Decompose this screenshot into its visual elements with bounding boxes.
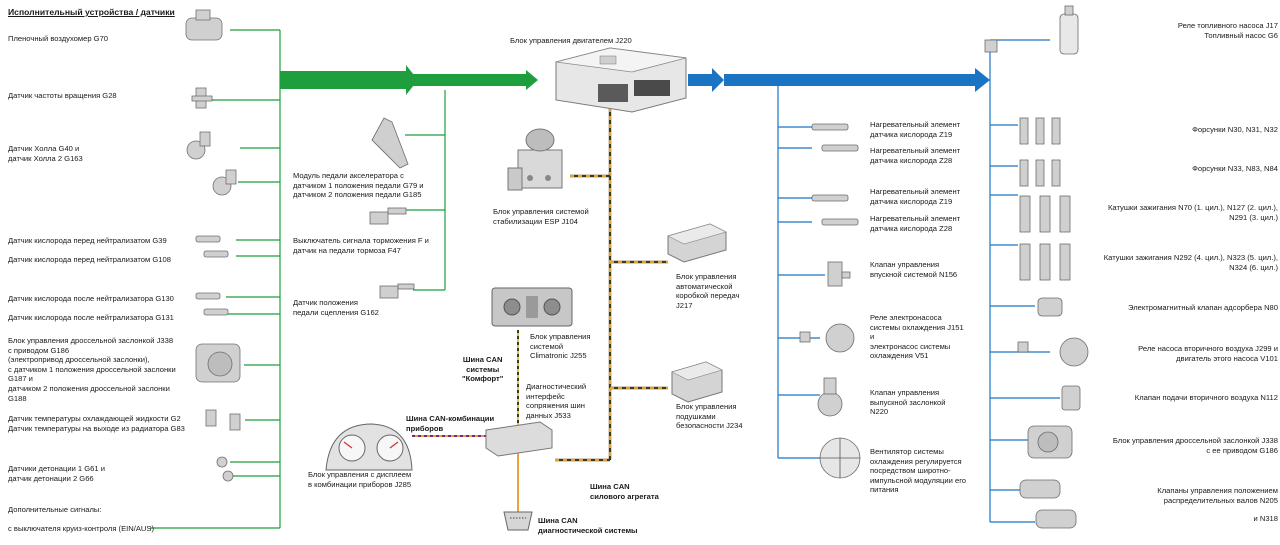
- sensor-label-coolant: Датчик температуры охлаждающей жидкости …: [8, 414, 185, 433]
- actuator-label-n318: и N318: [1253, 514, 1278, 523]
- coolant-sensor-g83-illustration: [229, 413, 241, 431]
- injectors-n30-illustration: [1019, 117, 1061, 145]
- actuator-label-z19-b: Нагревательный элемент датчика кислорода…: [870, 187, 961, 206]
- header-title: Исполнительный устройства / датчики: [8, 7, 175, 17]
- esp-unit-illustration: [507, 128, 563, 191]
- bus-label-diagnostic: Шина CAN диагностической системы: [538, 516, 638, 535]
- actuator-label-n156: Клапан управления впускной системой N156: [870, 260, 958, 279]
- heater-z19-illustration: [811, 123, 849, 131]
- sensor-label-throttle: Блок управления дроссельной заслонкой J3…: [8, 336, 176, 403]
- can-unit-label-gearbox: Блок управления автоматической коробкой …: [676, 272, 740, 310]
- heater-z19-b-illustration: [811, 194, 849, 202]
- coolant-pump-v51-illustration: [799, 323, 855, 353]
- secondary-air-pump-v101-illustration: [1017, 337, 1089, 367]
- actuator-label-n220: Клапан управления выпускной заслонкой N2…: [870, 388, 946, 417]
- airbag-unit-illustration: [671, 361, 723, 403]
- instrument-cluster-illustration: [325, 423, 413, 471]
- actuator-label-n80: Электромагнитный клапан адсорбера N80: [1128, 303, 1278, 312]
- gateway-unit-illustration: [485, 421, 553, 457]
- actuator-label-fuel-pump: Реле топливного насоса J17 Топливный нас…: [1177, 21, 1278, 40]
- clutch-sensor-illustration: [379, 283, 415, 299]
- actuator-label-z28-b: Нагревательный элемент датчика кислорода…: [870, 214, 961, 233]
- sensor-label-speed: Датчик частоты вращения G28: [8, 91, 117, 100]
- sensor-label-g131: Датчик кислорода после нейтрализатора G1…: [8, 313, 174, 322]
- sensor-label-knock: Датчики детонации 1 G61 и датчик детонац…: [8, 464, 105, 483]
- can-unit-label-esp: Блок управления системой стабилизации ES…: [493, 207, 589, 226]
- can-unit-label-gateway: Диагностический интерфейс сопряжения шин…: [526, 382, 587, 420]
- actuator-label-z28: Нагревательный элемент датчика кислорода…: [870, 146, 961, 165]
- obd-connector-illustration: [503, 511, 533, 531]
- intake-valve-n156-illustration: [827, 261, 851, 287]
- exhaust-flap-n220-illustration: [817, 377, 843, 417]
- lambda-sensor-g131-illustration: [203, 308, 229, 316]
- purge-valve-n80-illustration: [1037, 297, 1063, 317]
- sensor-label-g108: Датчик кислорода перед нейтрализатом G10…: [8, 255, 171, 264]
- lambda-sensor-g39-illustration: [195, 235, 221, 243]
- pedal-label-brake: Выключатель сигнала торможения F и датчи…: [293, 236, 429, 255]
- output-arrow: [688, 68, 724, 92]
- hall-sensor-g163-illustration: [212, 169, 237, 196]
- actuator-label-j338-right: Блок управления дроссельной заслонкой J3…: [1112, 436, 1278, 455]
- sensor-label-g130: Датчик кислорода после нейтрализатора G1…: [8, 294, 174, 303]
- bus-label-powertrain: Шина CAN силового агрегата: [590, 482, 659, 501]
- throttle-body-j338-right-illustration: [1027, 425, 1073, 459]
- actuator-label-n112: Клапан подачи вторичного воздуха N112: [1134, 393, 1278, 402]
- actuator-label-n205: Клапаны управления положением распредели…: [1157, 486, 1278, 505]
- actuator-label-fan: Вентилятор системы охлаждения регулирует…: [870, 447, 967, 495]
- throttle-body-j338-illustration: [195, 343, 241, 383]
- actuator-label-j299: Реле насоса вторичного воздуха J299 и дв…: [1138, 344, 1278, 363]
- camshaft-valve-n318-illustration: [1035, 509, 1077, 529]
- ignition-coils-n70-illustration: [1019, 195, 1071, 233]
- gearbox-unit-illustration: [667, 223, 727, 263]
- bus-label-cluster: Шина CAN-комбинации приборов: [406, 414, 495, 433]
- fuel-pump-g6-illustration: [1059, 5, 1079, 55]
- can-unit-label-cluster: Блок управления с дисплеем в комбинации …: [308, 470, 412, 489]
- pedal-label-accelerator: Модуль педали акселератора с датчиком 1 …: [293, 171, 424, 200]
- input-wires: [150, 29, 446, 529]
- climatronic-panel-illustration: [491, 287, 573, 327]
- ignition-coils-n292-illustration: [1019, 243, 1071, 281]
- cooling-fan-illustration: [819, 437, 861, 479]
- ecu-j220-illustration: [555, 47, 687, 113]
- sensor-label-maf: Пленочный воздухомер G70: [8, 34, 109, 43]
- injectors-n33-illustration: [1019, 159, 1061, 187]
- actuator-label-coils-2: Катушки зажигания N292 (4. цил.), N323 (…: [1103, 253, 1278, 272]
- accelerator-pedal-illustration: [371, 117, 409, 169]
- actuator-label-coils-1: Катушки зажигания N70 (1. цил.), N127 (2…: [1107, 203, 1278, 222]
- fuel-pump-relay-j17-illustration: [984, 39, 998, 53]
- can-unit-label-airbag: Блок управления подушками безопасности J…: [676, 402, 743, 431]
- heater-z28-illustration: [821, 144, 859, 152]
- bus-label-comfort: Шина CAN системы "Комфорт": [462, 355, 504, 384]
- ecu-label: Блок управления двигателем J220: [510, 36, 632, 45]
- maf-sensor-g70-illustration: [185, 9, 223, 41]
- sensor-label-extra: Дополнительные сигналы:: [8, 505, 102, 514]
- lambda-sensor-g108-illustration: [203, 250, 229, 258]
- can-powertrain-bus: [555, 108, 668, 462]
- knock-sensor-g61-illustration: [216, 456, 228, 468]
- can-unit-label-climatronic: Блок управления системой Climatronic J25…: [530, 332, 591, 361]
- camshaft-valves-n205-illustration: [1019, 479, 1061, 499]
- actuator-label-injectors-2: Форсунки N33, N83, N84: [1192, 164, 1278, 173]
- brake-switch-illustration: [369, 207, 407, 225]
- pedal-label-clutch: Датчик положения педали сцепления G162: [293, 298, 379, 317]
- sensor-label-hall: Датчик Холла G40 и датчик Холла 2 G163: [8, 144, 83, 163]
- coolant-sensor-g2-illustration: [205, 409, 217, 427]
- actuator-label-injectors-1: Форсунки N30, N31, N32: [1192, 125, 1278, 134]
- lambda-sensor-g130-illustration: [195, 292, 221, 300]
- actuator-label-v51: Реле электронасоса системы охлаждения J1…: [870, 313, 964, 361]
- speed-sensor-g28-illustration: [191, 87, 213, 109]
- sensor-label-g39: Датчик кислорода перед нейтрализатом G39: [8, 236, 167, 245]
- output-trunk-arrow: [724, 68, 990, 92]
- sensor-label-cruise: с выключателя круиз-контроля (EIN/AUS): [8, 524, 154, 533]
- secondary-air-valve-n112-illustration: [1061, 385, 1081, 411]
- actuator-label-z19: Нагревательный элемент датчика кислорода…: [870, 120, 961, 139]
- knock-sensor-g66-illustration: [222, 470, 234, 482]
- hall-sensor-g40-illustration: [186, 131, 211, 160]
- heater-z28-b-illustration: [821, 218, 859, 226]
